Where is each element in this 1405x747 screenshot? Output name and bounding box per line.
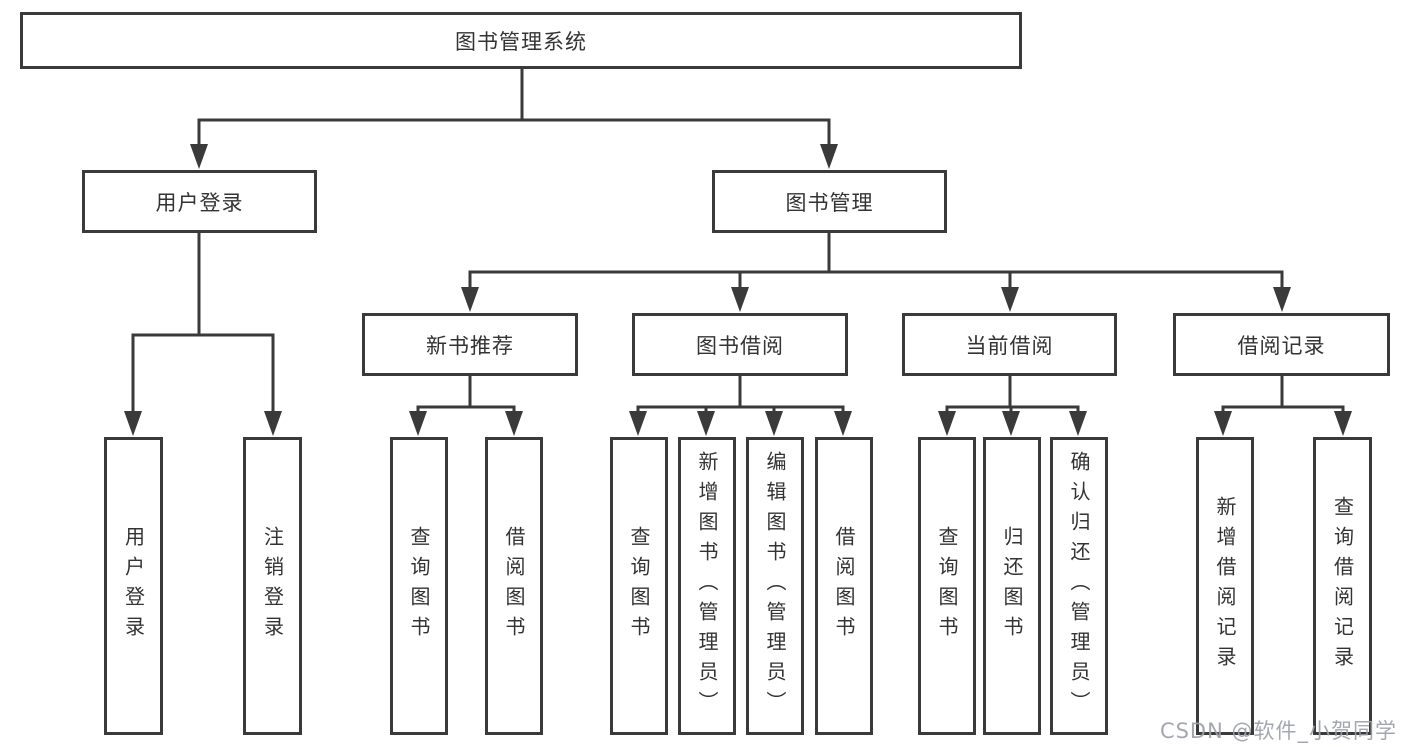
leaf-return-books: 归还图书 xyxy=(983,437,1041,735)
leaf-query-books-current: 查询图书 xyxy=(918,437,976,735)
connector-current-borrow-children xyxy=(938,376,1087,436)
connector-new-book-children xyxy=(409,376,523,436)
leaf-confirm-return-admin: 确认归还（管理员） xyxy=(1050,437,1108,735)
connector-root-to-level2 xyxy=(190,68,838,169)
node-borrow-records: 借阅记录 xyxy=(1173,313,1390,376)
node-current-borrow: 当前借阅 xyxy=(902,313,1117,376)
connector-book-mgmt-children xyxy=(461,233,1291,312)
node-user-login: 用户登录 xyxy=(82,170,317,233)
leaf-borrow-books-recommend: 借阅图书 xyxy=(485,437,543,735)
connector-borrow-record-children xyxy=(1214,376,1352,436)
watermark: CSDN @软件_小贺同学 xyxy=(1159,719,1397,743)
leaf-query-books-recommend: 查询图书 xyxy=(390,437,448,735)
connector-book-borrow-children xyxy=(629,376,852,436)
leaf-add-books-admin: 新增图书（管理员） xyxy=(678,437,736,735)
node-root-library-system: 图书管理系统 xyxy=(20,12,1022,69)
leaf-query-borrow-record: 查询借阅记录 xyxy=(1313,437,1372,735)
node-book-management: 图书管理 xyxy=(712,170,947,233)
leaf-user-login: 用户登录 xyxy=(104,437,163,735)
connector-user-login-children xyxy=(124,233,282,436)
node-book-borrow: 图书借阅 xyxy=(632,313,848,376)
leaf-add-borrow-record: 新增借阅记录 xyxy=(1196,437,1254,735)
leaf-query-books-borrow: 查询图书 xyxy=(610,437,668,735)
node-new-book-recommend: 新书推荐 xyxy=(362,313,578,376)
leaf-borrow-books: 借阅图书 xyxy=(815,437,873,735)
leaf-logout: 注销登录 xyxy=(243,437,302,735)
leaf-edit-books-admin: 编辑图书（管理员） xyxy=(746,437,804,735)
